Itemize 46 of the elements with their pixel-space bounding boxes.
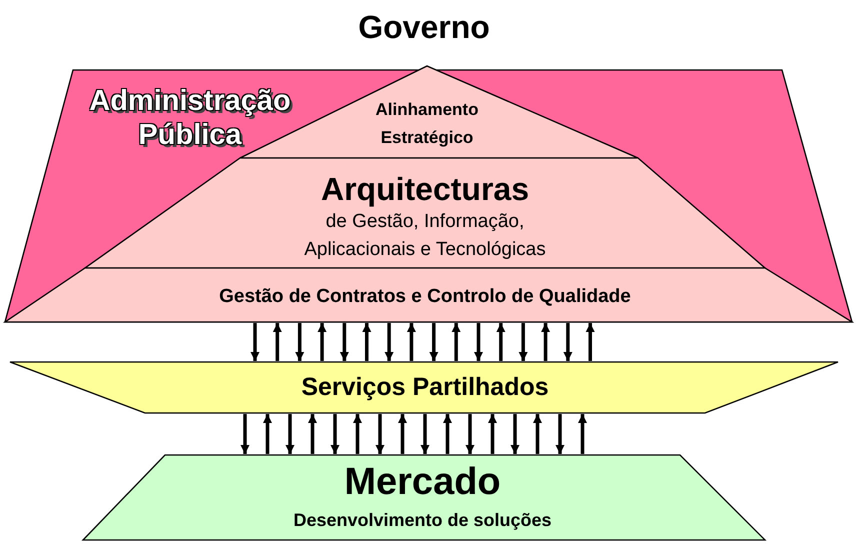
market-trapezoid xyxy=(83,455,765,540)
arrow xyxy=(465,414,475,454)
arrow xyxy=(541,323,550,361)
arrow xyxy=(452,323,461,361)
market-subtitle: Desenvolvimento de soluções xyxy=(292,509,553,532)
arrow xyxy=(429,323,438,361)
arrow xyxy=(510,414,520,454)
arrow xyxy=(295,323,304,361)
arrow xyxy=(240,414,250,454)
arrow xyxy=(420,414,430,454)
arrow xyxy=(578,414,588,454)
arrow xyxy=(555,414,565,454)
management-band xyxy=(5,268,852,322)
arrow xyxy=(563,323,572,361)
arrow xyxy=(474,323,484,361)
arrow xyxy=(352,414,362,454)
arrow xyxy=(318,323,327,361)
diagram-title: Governo xyxy=(357,8,491,46)
administration-heading: Administração Pública xyxy=(88,84,292,152)
arrow xyxy=(272,323,282,361)
arrow xyxy=(308,414,318,454)
arrow xyxy=(518,323,528,361)
arrow xyxy=(375,414,385,454)
arrow xyxy=(340,323,349,361)
alignment-label: Alinhamento Estratégico xyxy=(374,99,480,149)
shared-services-band xyxy=(10,362,838,413)
arrow xyxy=(362,323,372,361)
architecture-heading: Arquitecturas xyxy=(320,170,530,208)
administration-trapezoid xyxy=(5,66,852,322)
market-heading: Mercado xyxy=(343,460,502,504)
arrow xyxy=(262,414,272,454)
arrow xyxy=(586,323,595,361)
arrow xyxy=(250,323,260,361)
shared-services-label: Serviços Partilhados xyxy=(300,372,550,402)
architecture-subtitle: de Gestão, Informação, Aplicacionais e Tecnológicas xyxy=(303,210,547,262)
arrow xyxy=(488,414,498,454)
arrow xyxy=(532,414,542,454)
arrow xyxy=(398,414,408,454)
arrow xyxy=(406,323,416,361)
management-label: Gestão de Contratos e Controlo de Qualidade xyxy=(218,285,632,309)
architecture-trapezoid xyxy=(85,158,765,268)
arrow xyxy=(384,323,394,361)
arrow xyxy=(285,414,295,454)
arrow xyxy=(496,323,506,361)
arrow xyxy=(442,414,452,454)
arrow xyxy=(330,414,340,454)
